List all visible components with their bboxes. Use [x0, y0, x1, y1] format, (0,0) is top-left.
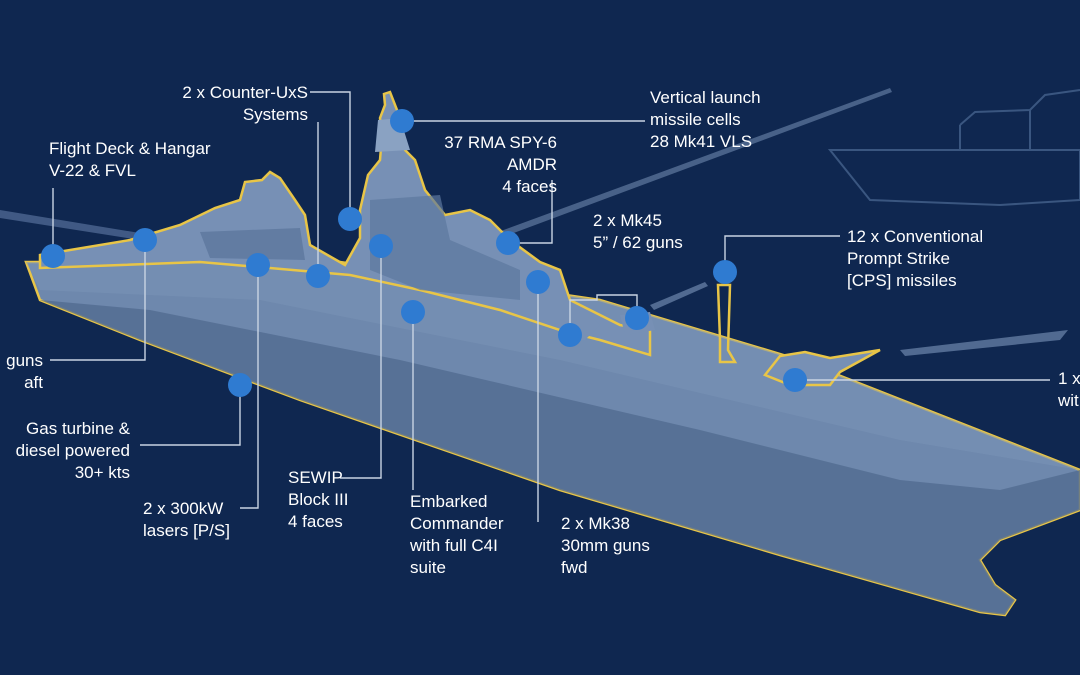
- marker-mk38: [526, 270, 550, 294]
- marker-vls: [496, 231, 520, 255]
- marker-guns-aft: [133, 228, 157, 252]
- label-commander: Embarked Commander with full C4I suite: [410, 492, 504, 577]
- background-ship-outline: [827, 89, 1080, 207]
- marker-spy6: [390, 109, 414, 133]
- label-cps: 12 x Conventional Prompt Strike [CPS] mi…: [847, 227, 984, 290]
- marker-sewip: [369, 234, 393, 258]
- marker-counter-uxs-aft: [306, 264, 330, 288]
- callout-markers: [41, 109, 807, 397]
- label-vls: Vertical launch missile cells 28 Mk41 VL…: [650, 88, 761, 151]
- label-sewip: SEWIP Block III 4 faces: [288, 468, 349, 531]
- label-flight-deck: Flight Deck & Hangar V-22 & FVL: [49, 139, 211, 180]
- marker-cps: [713, 260, 737, 284]
- label-mk38: 2 x Mk38 30mm guns fwd: [561, 514, 650, 577]
- marker-counter-uxs-fwd: [338, 207, 362, 231]
- marker-gas-turbine: [228, 373, 252, 397]
- marker-commander: [401, 300, 425, 324]
- label-gas-turbine: Gas turbine & diesel powered 30+ kts: [15, 419, 130, 482]
- label-right-cutoff: 1 x wit: [1058, 369, 1080, 410]
- marker-mk45-fwd: [625, 306, 649, 330]
- ship-hull: [24, 260, 1080, 617]
- missile-streaks: [0, 88, 1068, 356]
- marker-lasers: [246, 253, 270, 277]
- label-spy6: 37 RMA SPY-6 AMDR 4 faces: [444, 133, 557, 196]
- marker-flight-deck: [41, 244, 65, 268]
- marker-mk45-aft: [558, 323, 582, 347]
- label-lasers: 2 x 300kW lasers [P/S]: [143, 499, 230, 540]
- marker-forward-weapon: [783, 368, 807, 392]
- label-guns-aft: guns aft: [6, 351, 43, 392]
- label-mk45: 2 x Mk45 5” / 62 guns: [593, 211, 683, 252]
- label-counter-uxs: 2 x Counter-UxS Systems: [182, 83, 308, 124]
